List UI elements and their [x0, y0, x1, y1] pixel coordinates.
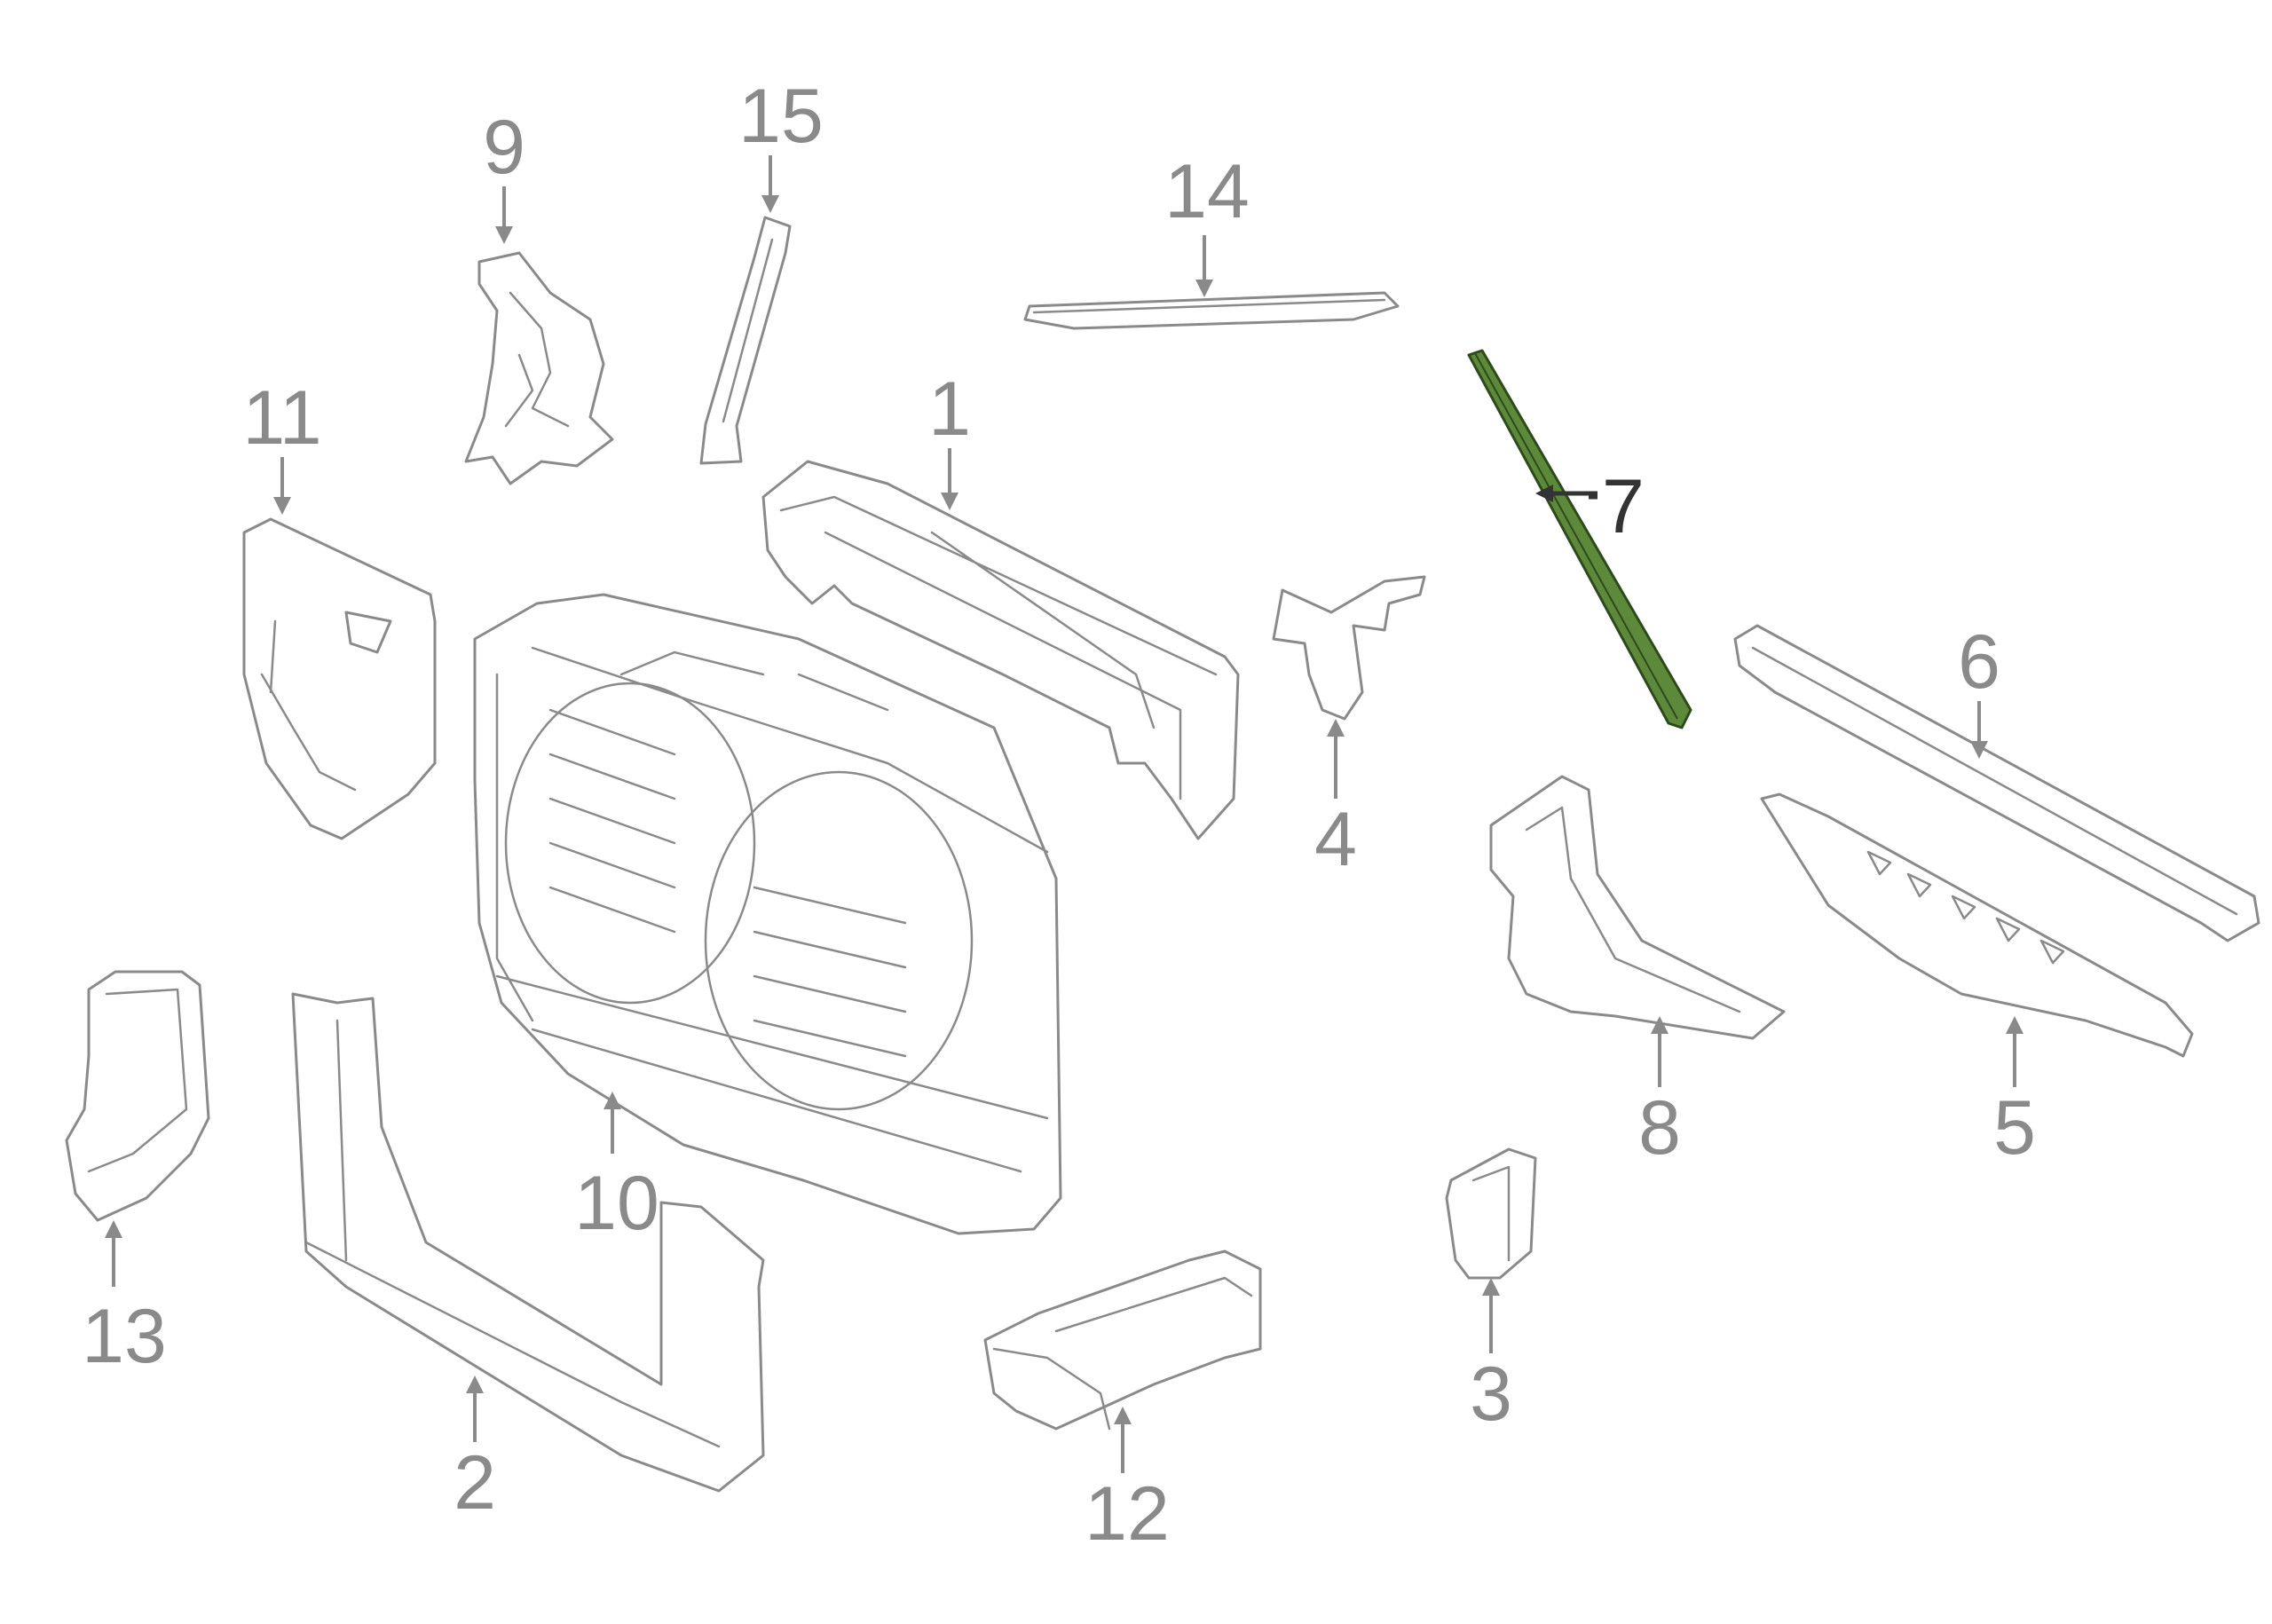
callout-1: 1 [928, 367, 971, 510]
callout-10: 10 [574, 1092, 659, 1246]
callout-7: 7 [1535, 464, 1645, 549]
callout-label-15: 15 [738, 74, 824, 159]
callout-2: 2 [454, 1376, 496, 1525]
callout-label-2: 2 [454, 1440, 496, 1525]
callout-label-8: 8 [1638, 1085, 1681, 1171]
callout-15: 15 [738, 74, 824, 213]
part-10 [473, 593, 1062, 1235]
callout-label-5: 5 [1993, 1085, 2036, 1171]
part-13 [65, 970, 210, 1222]
callout-4: 4 [1314, 719, 1357, 882]
part-8 [1489, 775, 1786, 1040]
part-1 [761, 460, 1240, 840]
part-6 [1733, 624, 2260, 942]
part-12 [983, 1250, 1262, 1431]
callout-11: 11 [242, 375, 322, 515]
callout-label-4: 4 [1314, 797, 1357, 882]
callout-13: 13 [82, 1220, 167, 1379]
callout-label-11: 11 [242, 375, 321, 461]
part-3 [1445, 1147, 1537, 1280]
callout-label-3: 3 [1470, 1352, 1512, 1437]
callout-label-13: 13 [82, 1294, 167, 1379]
callout-label-9: 9 [483, 105, 525, 190]
callout-5: 5 [1993, 1016, 2036, 1171]
callout-14: 14 [1164, 149, 1250, 297]
part-14 [1023, 291, 1400, 330]
callout-9: 9 [483, 105, 525, 244]
callout-label-6: 6 [1958, 619, 2000, 705]
callout-label-1: 1 [928, 367, 971, 452]
callout-6: 6 [1958, 619, 2000, 759]
callout-label-7: 7 [1602, 464, 1645, 549]
part-15 [699, 216, 792, 465]
callout-12: 12 [1085, 1407, 1170, 1557]
callout-label-14: 14 [1164, 149, 1250, 234]
part-11 [242, 517, 437, 840]
part-7 [1467, 349, 1692, 729]
callout-8: 8 [1638, 1016, 1681, 1171]
callout-3: 3 [1470, 1278, 1512, 1437]
part-9 [464, 251, 614, 485]
part-5 [1760, 792, 2194, 1058]
part-4 [1272, 575, 1426, 721]
callout-label-10: 10 [574, 1161, 659, 1246]
part-2 [291, 992, 765, 1493]
callout-label-12: 12 [1085, 1471, 1170, 1557]
